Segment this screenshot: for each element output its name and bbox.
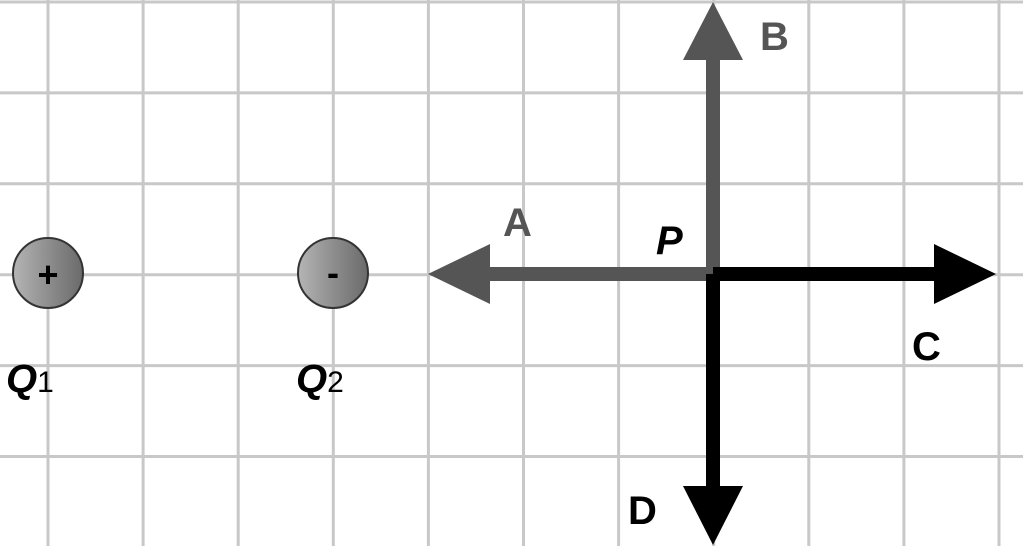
vector-c-label: C	[912, 325, 941, 369]
vector-b	[683, 2, 743, 274]
q1-label: Q1	[6, 357, 54, 401]
vector-b-label: B	[760, 15, 789, 59]
vector-d	[683, 274, 743, 545]
minus-sign-icon: -	[327, 252, 339, 293]
vector-a-label: A	[503, 201, 532, 245]
plus-sign-icon: +	[37, 254, 58, 295]
charge-q2: -	[297, 237, 369, 309]
q2-label: Q2	[296, 357, 344, 401]
point-p-label: P	[656, 219, 683, 263]
charge-q1: +	[12, 237, 84, 309]
vector-d-label: D	[628, 489, 657, 533]
vector-a	[428, 244, 713, 304]
vector-c	[713, 244, 996, 304]
